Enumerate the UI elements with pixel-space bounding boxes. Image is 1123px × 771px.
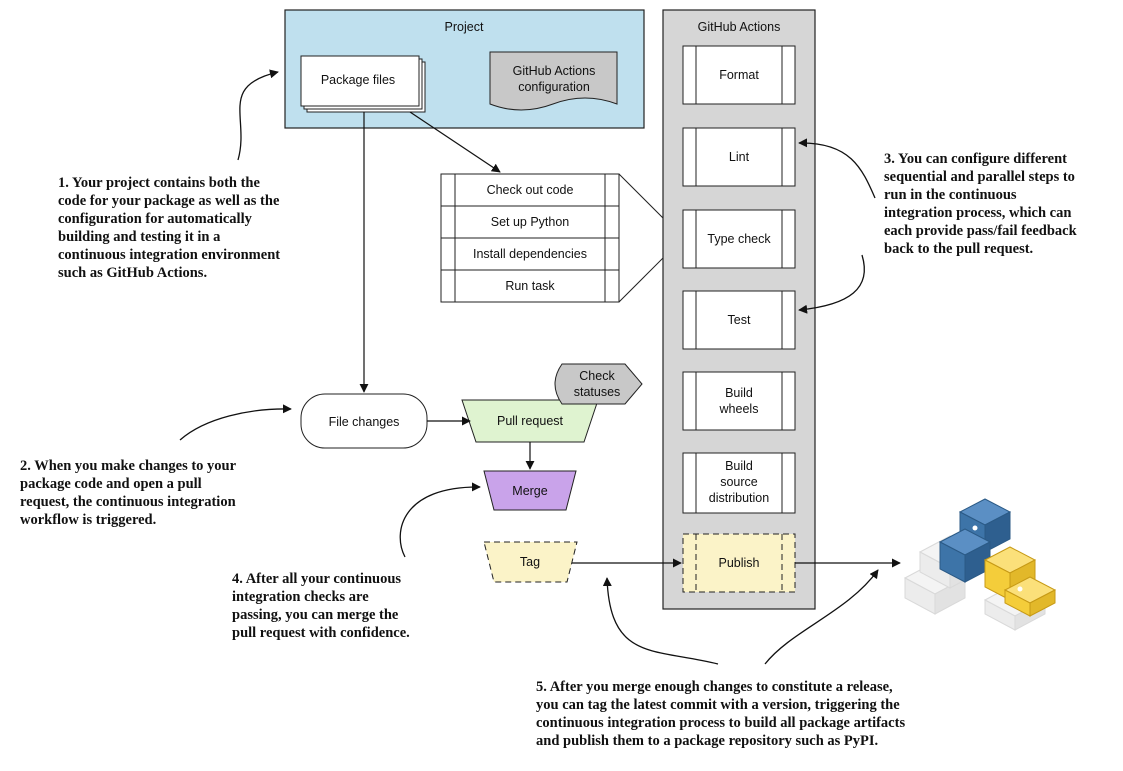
step-label: Build: [725, 459, 753, 473]
annotation-3: 3. You can configure different sequentia…: [884, 150, 1077, 258]
annotation-line: such as GitHub Actions.: [58, 265, 208, 281]
annotation-line: 2. When you make changes to your: [20, 458, 237, 474]
step-label: Build: [725, 386, 753, 400]
annotation-line: continuous integration process to build …: [536, 715, 906, 731]
check-statuses-line1: Check: [579, 369, 615, 383]
annotation-line: back to the pull request.: [884, 241, 1034, 257]
annotation-line: building and testing it in a: [58, 229, 221, 245]
callout-arrow-5b: [764, 569, 879, 665]
pull-request-node: Pull request: [461, 399, 599, 443]
step-lint: Lint: [682, 127, 796, 187]
step-type-check: Type check: [682, 209, 796, 269]
annotation-line: integration checks are: [232, 589, 369, 605]
merge-label: Merge: [512, 484, 547, 498]
annotation-line: code for your package as well as the: [58, 193, 280, 209]
callout-arrow-3a: [798, 138, 876, 199]
package-files-stack: Package files: [300, 55, 426, 113]
config-label-line1: GitHub Actions: [513, 64, 596, 78]
merge-node: Merge: [483, 470, 577, 511]
step-label: Format: [719, 68, 759, 82]
annotation-2: 2. When you make changes to your package…: [20, 457, 236, 529]
github-actions-column: GitHub Actions Format Lint Type check Te…: [662, 9, 816, 610]
annotation-line: workflow is triggered.: [20, 512, 157, 528]
project-box: Project Package files GitHub Actions con…: [284, 9, 645, 129]
callout-arrow-3b: [798, 254, 865, 314]
callout-arrow-1: [237, 69, 279, 161]
annotation-line: each provide pass/fail feedback: [884, 223, 1077, 239]
publish-label: Publish: [719, 556, 760, 570]
github-actions-title: GitHub Actions: [698, 20, 781, 34]
file-changes-label: File changes: [329, 415, 400, 429]
annotation-5: 5. After you merge enough changes to con…: [536, 678, 905, 750]
annotation-4: 4. After all your continuous integration…: [232, 570, 410, 642]
step-label: Lint: [729, 150, 750, 164]
pull-request-label: Pull request: [497, 414, 564, 428]
step-label: distribution: [709, 491, 769, 505]
step-label: Test: [728, 313, 751, 327]
check-statuses-line2: statuses: [574, 385, 621, 399]
annotation-line: pull request with confidence.: [232, 625, 410, 641]
workflow-step: Install dependencies: [473, 247, 587, 261]
annotation-line: configuration for automatically: [58, 211, 252, 227]
connectors: [359, 111, 901, 568]
github-actions-config-document: GitHub Actions configuration: [489, 51, 618, 111]
tag-node: Tag: [483, 541, 578, 583]
file-changes-node: File changes: [300, 393, 428, 449]
tag-label: Tag: [520, 555, 540, 569]
check-statuses-node: Check statuses: [554, 363, 643, 405]
step-build-wheels: Build wheels: [682, 371, 796, 431]
annotation-line: sequential and parallel steps to: [884, 169, 1075, 185]
annotation-line: integration process, which can: [884, 205, 1072, 221]
annotation-line: you can tag the latest commit with a ver…: [536, 697, 900, 713]
annotation-1: 1. Your project contains both the code f…: [58, 174, 280, 282]
arrow-package-to-workflow: [409, 111, 501, 173]
annotation-line: 1. Your project contains both the: [58, 175, 260, 191]
project-title: Project: [445, 20, 484, 34]
package-files-label: Package files: [321, 73, 395, 87]
step-format: Format: [682, 45, 796, 105]
callout-arrow-2: [179, 404, 292, 441]
annotation-line: 3. You can configure different: [884, 151, 1067, 167]
workflow-step: Run task: [505, 279, 555, 293]
workflow-step: Set up Python: [491, 215, 570, 229]
annotation-line: and publish them to a package repository…: [536, 733, 879, 749]
annotation-line: 5. After you merge enough changes to con…: [536, 679, 893, 695]
step-build-sdist: Build source distribution: [682, 452, 796, 514]
workflow-steps-box: Check out code Set up Python Install dep…: [440, 173, 620, 303]
config-label-line2: configuration: [518, 80, 590, 94]
annotation-line: run in the continuous: [884, 187, 1017, 203]
annotation-line: continuous integration environment: [58, 247, 281, 263]
step-label: source: [720, 475, 758, 489]
annotation-line: 4. After all your continuous: [232, 571, 402, 587]
pypi-icon: [903, 498, 1057, 631]
annotation-line: package code and open a pull: [20, 476, 202, 492]
annotation-line: passing, you can merge the: [232, 607, 399, 623]
step-label: wheels: [719, 402, 759, 416]
step-publish: Publish: [682, 533, 796, 593]
callout-arrow-5a: [602, 577, 719, 665]
annotation-line: request, the continuous integration: [20, 494, 236, 510]
annotation-arrows: [179, 69, 879, 665]
workflow-step: Check out code: [487, 183, 574, 197]
callout-arrow-4: [399, 482, 481, 558]
step-label: Type check: [707, 232, 771, 246]
step-test: Test: [682, 290, 796, 350]
